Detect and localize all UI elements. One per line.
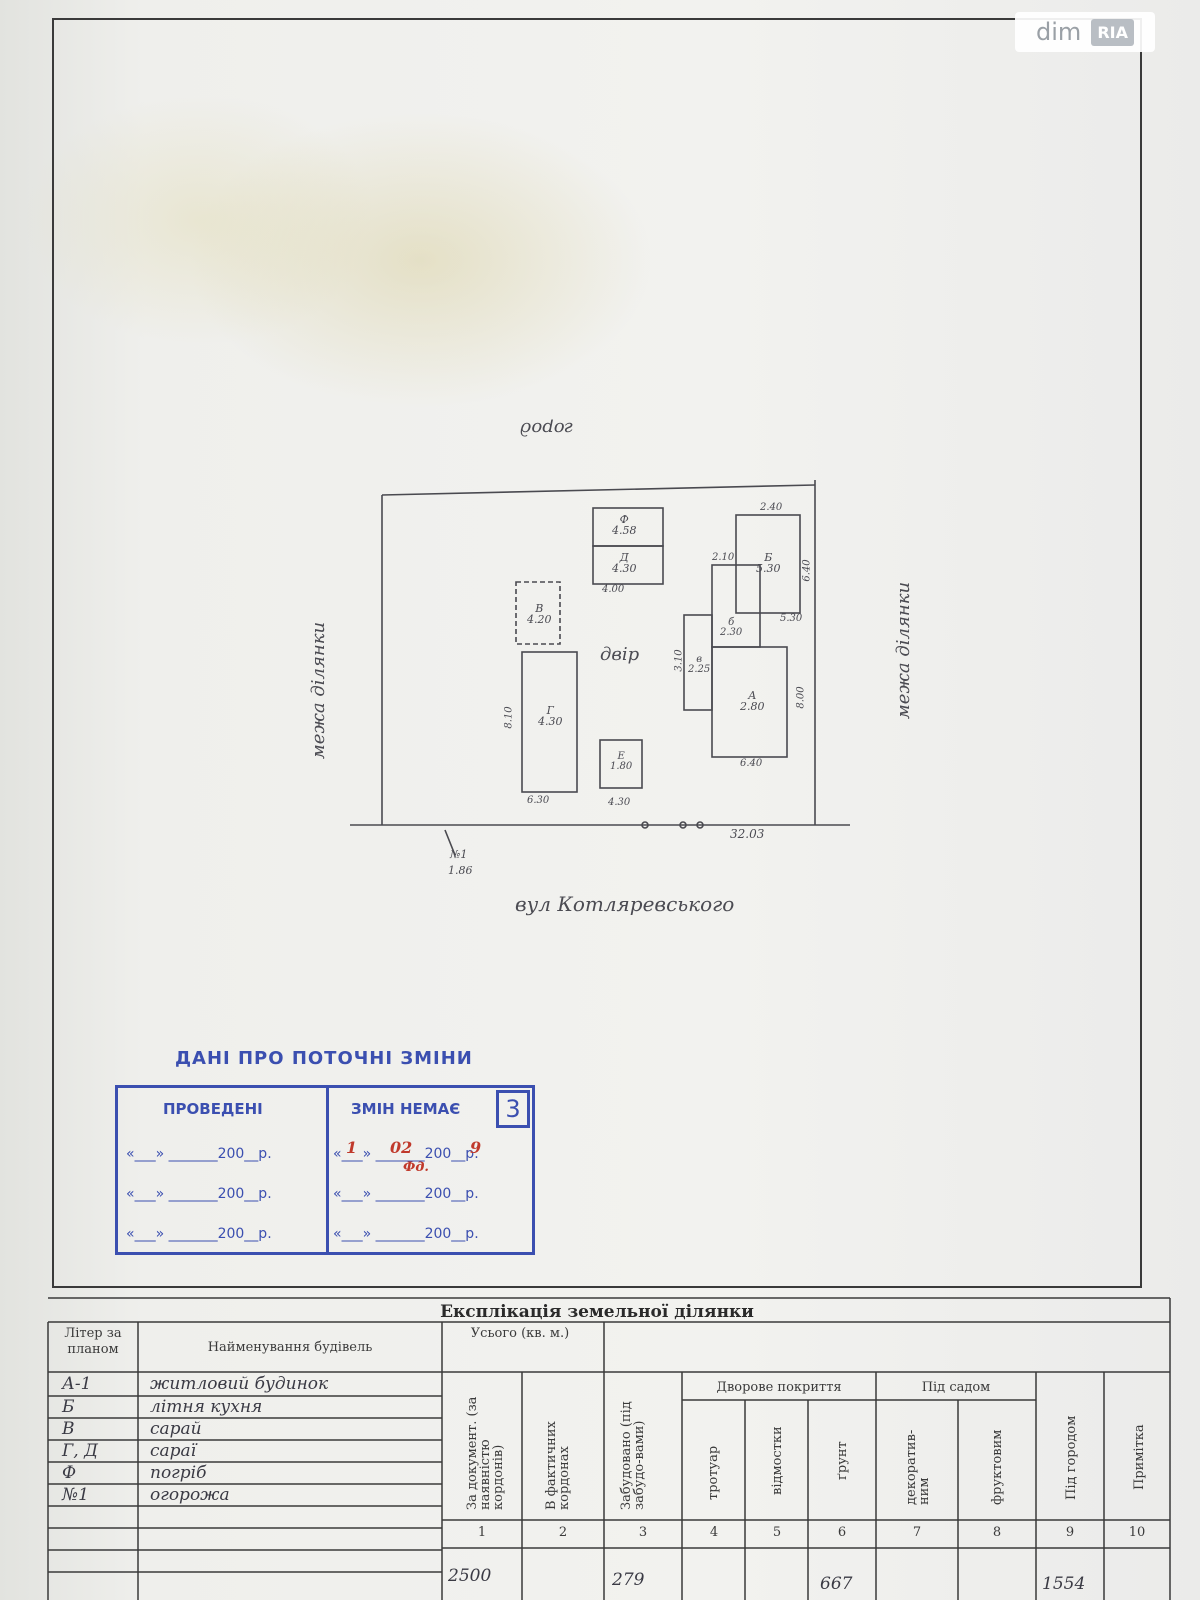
stamp-filled-note: Фд.	[403, 1160, 429, 1175]
gate-mark-2	[679, 821, 687, 829]
stamp-right-head: ЗМІН НЕМАЄ	[351, 1100, 461, 1118]
column-number: 7	[912, 1525, 922, 1540]
stamp-number: 3	[496, 1090, 530, 1128]
lot-north-line	[381, 484, 816, 496]
total-soil: 667	[820, 1574, 853, 1594]
row-name: житловий будинок	[150, 1374, 329, 1394]
header-soil: ґрунт	[835, 1441, 850, 1480]
stamp-date-row: «___» _______200__р.	[333, 1186, 479, 1202]
stamp-date-row: «___» _______200__р.	[126, 1186, 272, 1202]
watermark-badge: RIA	[1091, 18, 1134, 46]
row-letter: Ф	[62, 1463, 77, 1483]
header-total: Усього (кв. м.)	[470, 1326, 570, 1341]
gate-pointer	[444, 829, 456, 856]
stamp-filled-day: 1	[346, 1138, 358, 1157]
row-letter: Б	[62, 1397, 75, 1417]
column-number: 8	[992, 1525, 1002, 1540]
row-letter: Г, Д	[62, 1441, 98, 1461]
header-letter: Літер за планом	[64, 1326, 122, 1357]
header-by-actual: В фактичних кордонах	[544, 1421, 572, 1510]
header-by-document: За документ. (за наявністю кордонів)	[465, 1396, 506, 1510]
gate-marker: №1	[450, 848, 468, 861]
dimension-label: 2.10	[712, 552, 735, 563]
stamp-filled-year: 9	[470, 1138, 482, 1157]
row-name: сараї	[150, 1441, 197, 1461]
street-label: вул Котляревського	[515, 892, 735, 916]
header-yard-cover: Дворове покриття	[716, 1380, 842, 1395]
header-under-garden: Під садом	[921, 1380, 991, 1395]
total-by-document: 2500	[448, 1566, 492, 1586]
yard-label: двір	[600, 644, 640, 665]
stamp-date-row: «___» _______200__р.	[333, 1146, 479, 1162]
building-b	[735, 514, 801, 614]
header-fruit: фруктовим	[990, 1429, 1005, 1505]
building-g	[521, 651, 578, 793]
column-number: 6	[837, 1525, 847, 1540]
table-title: Експлікація земельної ділянки	[440, 1302, 754, 1322]
gate-mark-3	[696, 821, 704, 829]
column-number: 5	[772, 1525, 782, 1540]
column-number: 10	[1128, 1525, 1146, 1540]
stamp-divider	[326, 1088, 329, 1252]
frontage-dimension: 32.03	[730, 827, 765, 841]
dimension-label: 4.00	[602, 584, 625, 595]
header-non-fruit: декоратив-ним	[904, 1429, 932, 1505]
header-note: Примітка	[1132, 1424, 1147, 1490]
watermark-logo: dim RIA	[1015, 12, 1155, 52]
row-letter: А-1	[62, 1374, 92, 1394]
gate-value: 1.86	[448, 864, 473, 877]
building-e	[599, 739, 643, 789]
dimension-label: 6.40	[740, 758, 763, 769]
column-number: 2	[558, 1525, 568, 1540]
watermark-brand: dim	[1036, 18, 1082, 46]
dimension-label: 5.30	[780, 613, 803, 624]
building-v	[515, 581, 561, 645]
stamp-left-head: ПРОВЕДЕНІ	[163, 1100, 263, 1118]
page-frame	[52, 18, 1142, 1288]
stamp-date-row: «___» _______200__р.	[333, 1226, 479, 1242]
row-name: погріб	[150, 1463, 207, 1483]
header-blind-area: відмостки	[770, 1426, 785, 1495]
column-number: 1	[477, 1525, 487, 1540]
header-sidewalk: тротуар	[706, 1445, 721, 1500]
dimension-label: 6.30	[527, 795, 550, 806]
column-number: 3	[638, 1525, 648, 1540]
row-letter: №1	[62, 1485, 89, 1505]
row-letter: В	[62, 1419, 75, 1439]
column-number: 4	[709, 1525, 719, 1540]
stamp-date-row: «___» _______200__р.	[126, 1226, 272, 1242]
total-under-vegetable: 1554	[1042, 1574, 1086, 1594]
gate-mark-1	[641, 821, 649, 829]
row-name: огорожа	[150, 1485, 230, 1505]
stamp-filled-month: 02	[390, 1138, 413, 1157]
column-number: 9	[1065, 1525, 1075, 1540]
row-name: сарай	[150, 1419, 202, 1439]
header-built: Забудовано (під забудо-вами)	[619, 1401, 647, 1510]
header-name: Найменування будівель	[207, 1340, 373, 1355]
changes-stamp: ПРОВЕДЕНІ ЗМІН НЕМАЄ 3 «___» _______200_…	[115, 1085, 535, 1255]
header-under-vegetable: Під городом	[1064, 1415, 1079, 1500]
dimension-label: 4.30	[608, 797, 631, 808]
row-name: літня кухня	[150, 1397, 263, 1417]
total-built: 279	[612, 1570, 645, 1590]
stamp-title: ДАНІ ПРО ПОТОЧНІ ЗМІНИ	[175, 1048, 473, 1069]
dimension-label: 2.40	[760, 502, 783, 513]
stamp-date-row: «___» _______200__р.	[126, 1146, 272, 1162]
building-d	[592, 545, 664, 585]
building-a	[711, 646, 788, 758]
